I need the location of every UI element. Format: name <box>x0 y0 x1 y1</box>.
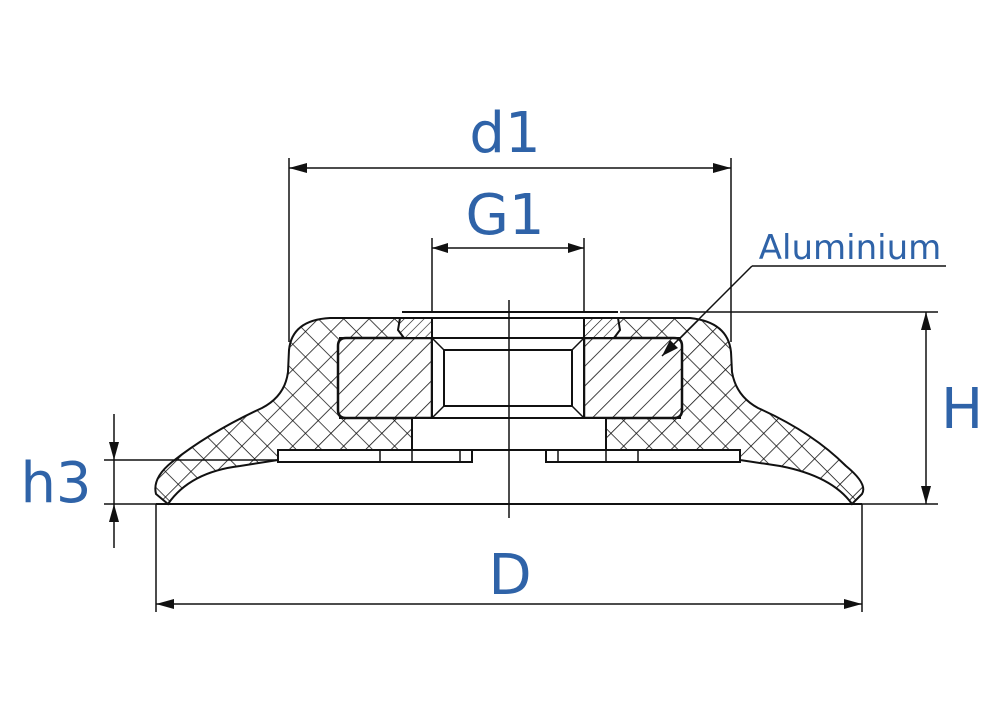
label-g1: G1 <box>465 183 544 248</box>
dimension-d <box>155 504 863 612</box>
rubber-body-right <box>583 317 865 506</box>
label-aluminium: Aluminium <box>759 228 941 268</box>
top-ring-right <box>583 317 622 339</box>
label-d1: d1 <box>469 101 540 166</box>
dimension-g1 <box>431 238 585 312</box>
aluminium-insert-right <box>582 336 684 420</box>
dimension-d1 <box>288 158 732 342</box>
top-ring-left <box>396 317 433 339</box>
thread-inner <box>443 349 573 407</box>
label-h3: h3 <box>20 451 91 516</box>
bottom-strip-right <box>545 449 741 463</box>
label-d: D <box>488 543 531 608</box>
bottom-strip-left <box>277 449 473 463</box>
aluminium-insert-left <box>336 336 434 420</box>
aluminium-leader <box>661 265 946 357</box>
label-h: H <box>941 377 983 442</box>
dimension-h3 <box>104 414 278 548</box>
dimension-h <box>620 311 938 505</box>
